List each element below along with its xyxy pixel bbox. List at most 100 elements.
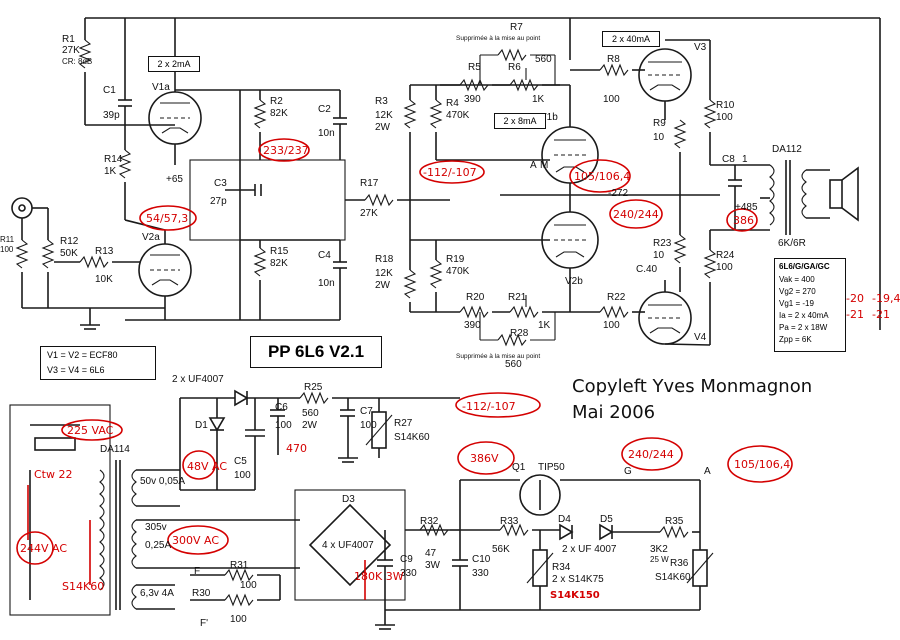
c4-label: C4: [318, 250, 331, 261]
f-label: F: [194, 566, 200, 577]
current-box-out: 2 x 40mA: [602, 31, 660, 47]
component-labels: R1 27K CR: 8dB C1 39p V1a R14 1K R2 82K …: [0, 22, 806, 629]
c6-value: 100: [275, 420, 292, 431]
pin-a-label: A: [530, 160, 537, 171]
r5-value: 390: [464, 94, 481, 105]
r35-watt: 25 W: [650, 555, 669, 564]
spec-line-3: Vg1 = -19: [779, 299, 814, 308]
sec3-label: 6,3v 4A: [140, 588, 174, 599]
current-box-out-text: 2 x 40mA: [611, 34, 651, 44]
ann-300: 300V AC: [172, 534, 219, 547]
r12-value: 50K: [60, 248, 78, 259]
c2-label: C2: [318, 104, 331, 115]
plus485-label: +485: [735, 202, 758, 213]
pwr-diode-label: 2 x UF4007: [172, 374, 224, 385]
ann-s14k150: S14K150: [550, 590, 600, 601]
c8-value: 1: [742, 154, 748, 165]
r23-value: 10: [653, 250, 665, 261]
v2b-label: V2b: [565, 276, 583, 287]
r35-label: R35: [665, 516, 684, 527]
title-box: PP 6L6 V2.1: [250, 336, 382, 368]
pin-a2-label: A: [704, 466, 711, 477]
ann-vg1-1: -20: [846, 292, 864, 305]
r27-value: S14K60: [394, 432, 430, 443]
r12-label: R12: [60, 236, 79, 247]
r1-note: CR: 8dB: [62, 57, 92, 66]
r2-label: R2: [270, 96, 283, 107]
da112-label: DA112: [772, 144, 802, 155]
c1-label: C1: [103, 85, 116, 96]
ann-105: 105/106,4: [574, 170, 630, 183]
pin-m-label: M: [540, 160, 548, 171]
v1a-label: V1a: [152, 82, 170, 93]
r7-value: 560: [535, 54, 552, 65]
r1-value: 27K: [62, 45, 80, 56]
c10-label: C10: [472, 554, 491, 565]
tube-legend-line-2: V3 = V4 = 6L6: [47, 365, 105, 375]
ann-112: -112/-107: [423, 166, 477, 179]
c9-label: C9: [400, 554, 413, 565]
r21-value: 1K: [538, 320, 551, 331]
r3-label: R3: [375, 96, 388, 107]
r28-note: Supprimée à la mise au point: [456, 353, 540, 360]
c6-label: C6: [275, 402, 288, 413]
q1-value: TIP50: [538, 462, 565, 473]
ann-470: 470: [286, 442, 307, 455]
r24-label: R24: [716, 250, 735, 261]
ann-386b: 386V: [470, 452, 499, 465]
ann-vg1-2: -19,4: [872, 292, 900, 305]
ann-233: 233/237: [263, 144, 309, 157]
ann-vg1-4: -21: [872, 308, 890, 321]
r27-label: R27: [394, 418, 413, 429]
ann-r180: 180K 3W: [354, 570, 404, 583]
copyleft: Copyleft Yves Monmagnon: [572, 376, 813, 397]
r31-value: 100: [240, 580, 257, 591]
r4-value: 470K: [446, 110, 470, 121]
ann-240: 240/244: [613, 208, 659, 221]
tube-legend: V1 = V2 = ECF80 V3 = V4 = 6L6: [40, 346, 156, 380]
r11-value: 100: [0, 245, 14, 254]
c8-label: C8: [722, 154, 735, 165]
v3-label: V3: [694, 42, 707, 53]
c1-value: 39p: [103, 110, 120, 121]
r17-label: R17: [360, 178, 379, 189]
r10-value: 100: [716, 112, 733, 123]
v2a-label: V2a: [142, 232, 160, 243]
r6-value: 1K: [532, 94, 545, 105]
ann-s14k60: S14K60: [62, 580, 104, 593]
c40-label: C.40: [636, 264, 658, 275]
r7-label: R7: [510, 22, 523, 33]
r25-value: 560: [302, 408, 319, 419]
r23-label: R23: [653, 238, 672, 249]
r17-value: 27K: [360, 208, 378, 219]
d1-label: D1: [195, 420, 208, 431]
r33-label: R33: [500, 516, 519, 527]
psu-wiring: [9, 389, 714, 630]
r32-watt: 3W: [425, 560, 441, 571]
r3-value: 12K: [375, 110, 393, 121]
c7-value: 100: [360, 420, 377, 431]
ann-105b: 105/106,4: [734, 458, 790, 471]
current-box-v2: 2 x 8mA: [494, 113, 546, 129]
r25-watt: 2W: [302, 420, 318, 431]
r9-label: R9: [653, 118, 666, 129]
r18-watt: 2W: [375, 280, 391, 291]
r8-label: R8: [607, 54, 620, 65]
r18-value: 12K: [375, 268, 393, 279]
r8-value: 100: [603, 94, 620, 105]
d3-value: 4 x UF4007: [322, 540, 374, 551]
r20-label: R20: [466, 292, 485, 303]
spec-line-5: Pa = 2 x 18W: [779, 323, 828, 332]
r24-value: 100: [716, 262, 733, 273]
r15-value: 82K: [270, 258, 288, 269]
r11-label: R11: [0, 235, 15, 244]
v1b-label: V1b: [540, 112, 558, 123]
r13-value: 10K: [95, 274, 113, 285]
r28-value: 560: [505, 359, 522, 370]
r35-value: 3K2: [650, 544, 668, 555]
r14-value: 1K: [104, 166, 117, 177]
spec-line-4: Ia = 2 x 40mA: [779, 311, 829, 320]
c2-value: 10n: [318, 128, 335, 139]
